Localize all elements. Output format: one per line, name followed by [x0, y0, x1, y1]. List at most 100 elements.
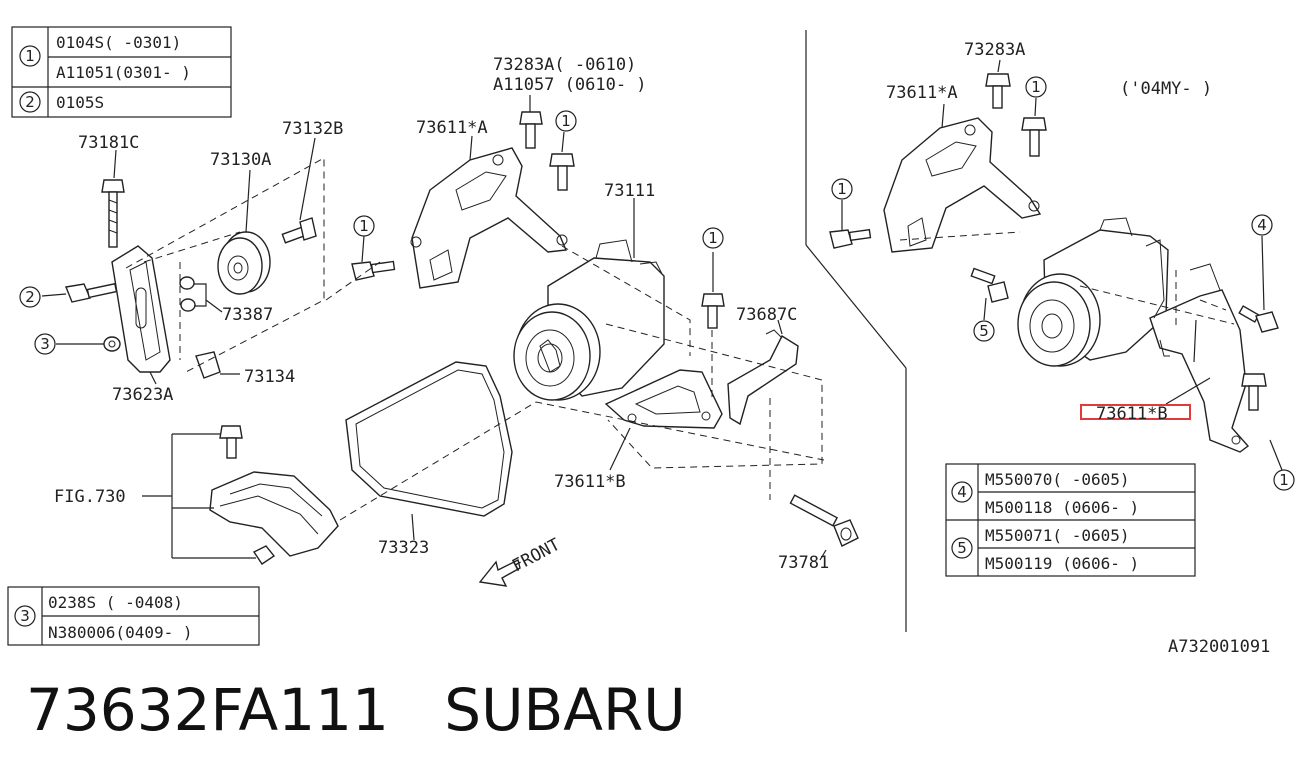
bolt-callout-4	[1238, 305, 1279, 333]
table-entry: 0104S( -0301)	[56, 33, 181, 52]
table-entry: M500119 (0606- )	[985, 554, 1139, 573]
label-73611B-right: 73611*B	[1096, 404, 1168, 424]
svg-text:1: 1	[1279, 471, 1289, 489]
callout-2-icon	[19, 91, 41, 113]
label-73611B-left: 73611*B	[554, 472, 626, 492]
svg-text:3: 3	[40, 335, 50, 353]
belt-cover	[209, 471, 339, 557]
bolt-callout-1	[829, 228, 872, 249]
svg-text:1: 1	[561, 112, 571, 130]
brand-name: SUBARU	[444, 676, 686, 744]
label-A11057: A11057 (0610- )	[493, 75, 647, 95]
bracket-73611A-left	[410, 147, 568, 289]
svg-text:5: 5	[979, 322, 989, 340]
callout-1-icon: 1	[831, 178, 853, 200]
bolt-73283A-right	[985, 73, 1011, 109]
callout-3-number: 3	[20, 607, 30, 625]
bolt-73283A-left	[519, 111, 543, 149]
bracket-73611B-right	[1145, 239, 1250, 453]
bolt-callout-1	[1241, 373, 1267, 411]
callout-1-icon: 1	[353, 215, 375, 237]
label-73181C: 73181C	[78, 133, 139, 153]
svg-text:4: 4	[1257, 216, 1267, 234]
spacer-73387	[179, 276, 195, 290]
bracket-73611B-left	[604, 369, 723, 429]
part-number: 73632FA111	[26, 676, 389, 744]
svg-text:1: 1	[1031, 78, 1041, 96]
tensioner-assembly	[41, 137, 325, 385]
bolt-73781	[789, 494, 859, 547]
nut-belt-cover	[252, 545, 276, 565]
diagram-id: A732001091	[1168, 637, 1270, 657]
fastener-table-4-5: 4 M550070( -0605) M500118 (0606- ) 5 M55…	[945, 463, 1196, 577]
label-fig-730: FIG.730	[54, 487, 126, 507]
fastener-table-3: 3 0238S ( -0408) N380006(0409- )	[7, 586, 260, 646]
bolt-belt-cover	[219, 425, 243, 459]
label-model-year: ('04MY- )	[1120, 79, 1212, 99]
label-73387: 73387	[222, 305, 273, 325]
table-entry: N380006(0409- )	[48, 623, 193, 642]
front-arrow-icon	[478, 558, 521, 587]
bracket-73687C	[727, 329, 799, 426]
callout-1-icon: 1	[555, 110, 577, 132]
label-73283A-left: 73283A( -0610)	[493, 55, 636, 75]
section-divider	[805, 244, 907, 369]
label-73283A-right: 73283A	[964, 40, 1025, 60]
callout-1-icon: 1	[1025, 76, 1047, 98]
label-front: FRONT	[509, 535, 564, 577]
svg-text:1: 1	[359, 217, 369, 235]
nut-callout-3	[103, 336, 121, 352]
table-entry: M550071( -0605)	[985, 526, 1130, 545]
callout-1-icon: 1	[1273, 469, 1295, 491]
bolt-callout-1	[701, 293, 725, 329]
spacer-73387	[180, 298, 196, 312]
bolt-73132B	[281, 217, 317, 244]
callout-3-icon	[14, 605, 36, 627]
compressor-right	[1017, 217, 1169, 367]
adjuster-73134	[195, 351, 221, 379]
belt-73323	[345, 361, 513, 517]
bolt-callout-5	[970, 267, 1009, 303]
bolt-callout-2	[65, 282, 118, 303]
label-73611A-left: 73611*A	[416, 118, 488, 138]
svg-text:1: 1	[708, 229, 718, 247]
callout-1-number: 1	[25, 47, 35, 65]
svg-text:1: 1	[837, 180, 847, 198]
svg-text:2: 2	[25, 288, 35, 306]
callout-2-icon: 2	[19, 286, 41, 308]
callout-4-icon	[951, 481, 973, 503]
highlight-box	[1080, 404, 1191, 420]
table-entry: M550070( -0605)	[985, 470, 1130, 489]
bracket-73611A-right	[883, 117, 1042, 253]
label-73130A: 73130A	[210, 150, 271, 170]
footer-caption: 73632FA111 SUBARU	[26, 676, 686, 744]
label-73111: 73111	[604, 181, 655, 201]
table-entry: A11051(0301- )	[56, 63, 191, 82]
callout-3-icon: 3	[34, 333, 56, 355]
callout-5-icon	[951, 537, 973, 559]
idler-pulley-73130A	[217, 231, 271, 295]
table-entry: 0105S	[56, 93, 104, 112]
table-entry: M500118 (0606- )	[985, 498, 1139, 517]
bolt-callout-1	[549, 153, 575, 191]
callout-5-number: 5	[957, 539, 967, 557]
bolt-73181C	[101, 179, 125, 248]
label-73134: 73134	[244, 367, 295, 387]
table-entry: 0238S ( -0408)	[48, 593, 183, 612]
callout-1-icon	[19, 45, 41, 67]
label-73132B: 73132B	[282, 119, 343, 139]
bracket-73623A	[111, 245, 171, 373]
callout-4-number: 4	[957, 483, 967, 501]
callout-1-icon: 1	[702, 227, 724, 249]
label-73781: 73781	[778, 553, 829, 573]
fastener-table-1-2: 1 0104S( -0301) A11051(0301- ) 2 0105S	[11, 26, 232, 118]
label-73611A-right: 73611*A	[886, 83, 958, 103]
callout-4-icon: 4	[1251, 214, 1273, 236]
compressor-73111	[513, 239, 665, 401]
label-73623A: 73623A	[112, 385, 173, 405]
label-73687C: 73687C	[736, 305, 797, 325]
bolt-callout-1	[1021, 117, 1047, 157]
label-73323: 73323	[378, 538, 429, 558]
callout-5-icon: 5	[973, 320, 995, 342]
